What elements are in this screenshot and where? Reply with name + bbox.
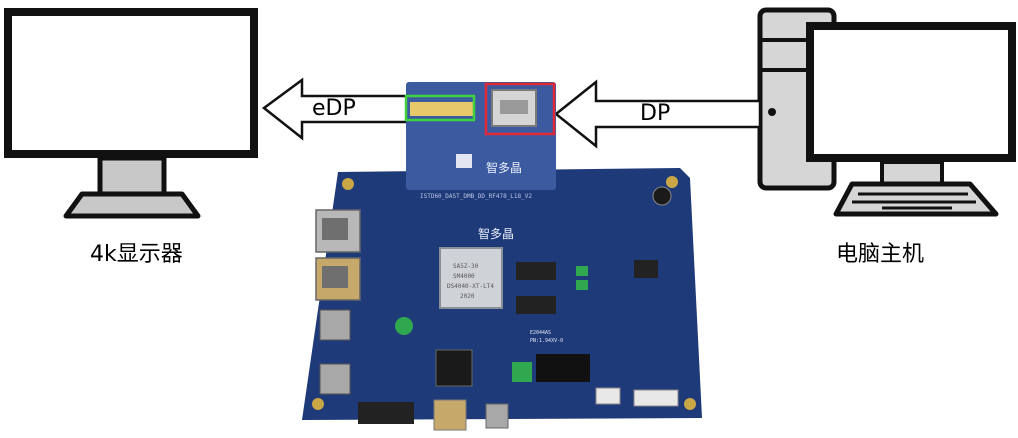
adapter-silkscreen: ISTD60_DAST_DMB_DD_RF478_L18_V2: [420, 193, 532, 200]
adapter-board: [406, 82, 556, 190]
edp-label: eDP: [312, 96, 356, 121]
hdmi-port: [319, 363, 351, 395]
hdmi-port: [319, 309, 351, 341]
fpga-marking-line: SA5Z-30: [453, 263, 479, 270]
edp-highlight-box: [404, 94, 476, 122]
monitor-screen: [12, 16, 250, 150]
small-chip-marking: E2044AS: [530, 330, 551, 336]
computer-screen: [814, 30, 1008, 154]
computer-icon: [757, 7, 1016, 217]
dp-arrow: [553, 79, 762, 149]
fpga-marking-line: 2020: [460, 293, 475, 300]
small-chip-marking: PN:1.94XV-0: [530, 338, 563, 344]
edp-connector: [410, 102, 474, 116]
fpga-dev-board: [302, 168, 702, 431]
monitor-icon: [4, 8, 258, 219]
board-brand: 智多晶: [478, 226, 514, 241]
fpga-marking-line: SM4000: [453, 273, 475, 280]
monitor-label: 4k显示器: [90, 242, 183, 267]
adapter-brand: 智多晶: [486, 160, 522, 175]
computer-label: 电脑主机: [836, 242, 925, 267]
dp-label: DP: [640, 101, 671, 126]
fpga-chip: [439, 247, 503, 309]
dp-highlight-box: [484, 82, 556, 136]
fpga-marking-line: DS4040-XT-LT4: [447, 283, 494, 290]
